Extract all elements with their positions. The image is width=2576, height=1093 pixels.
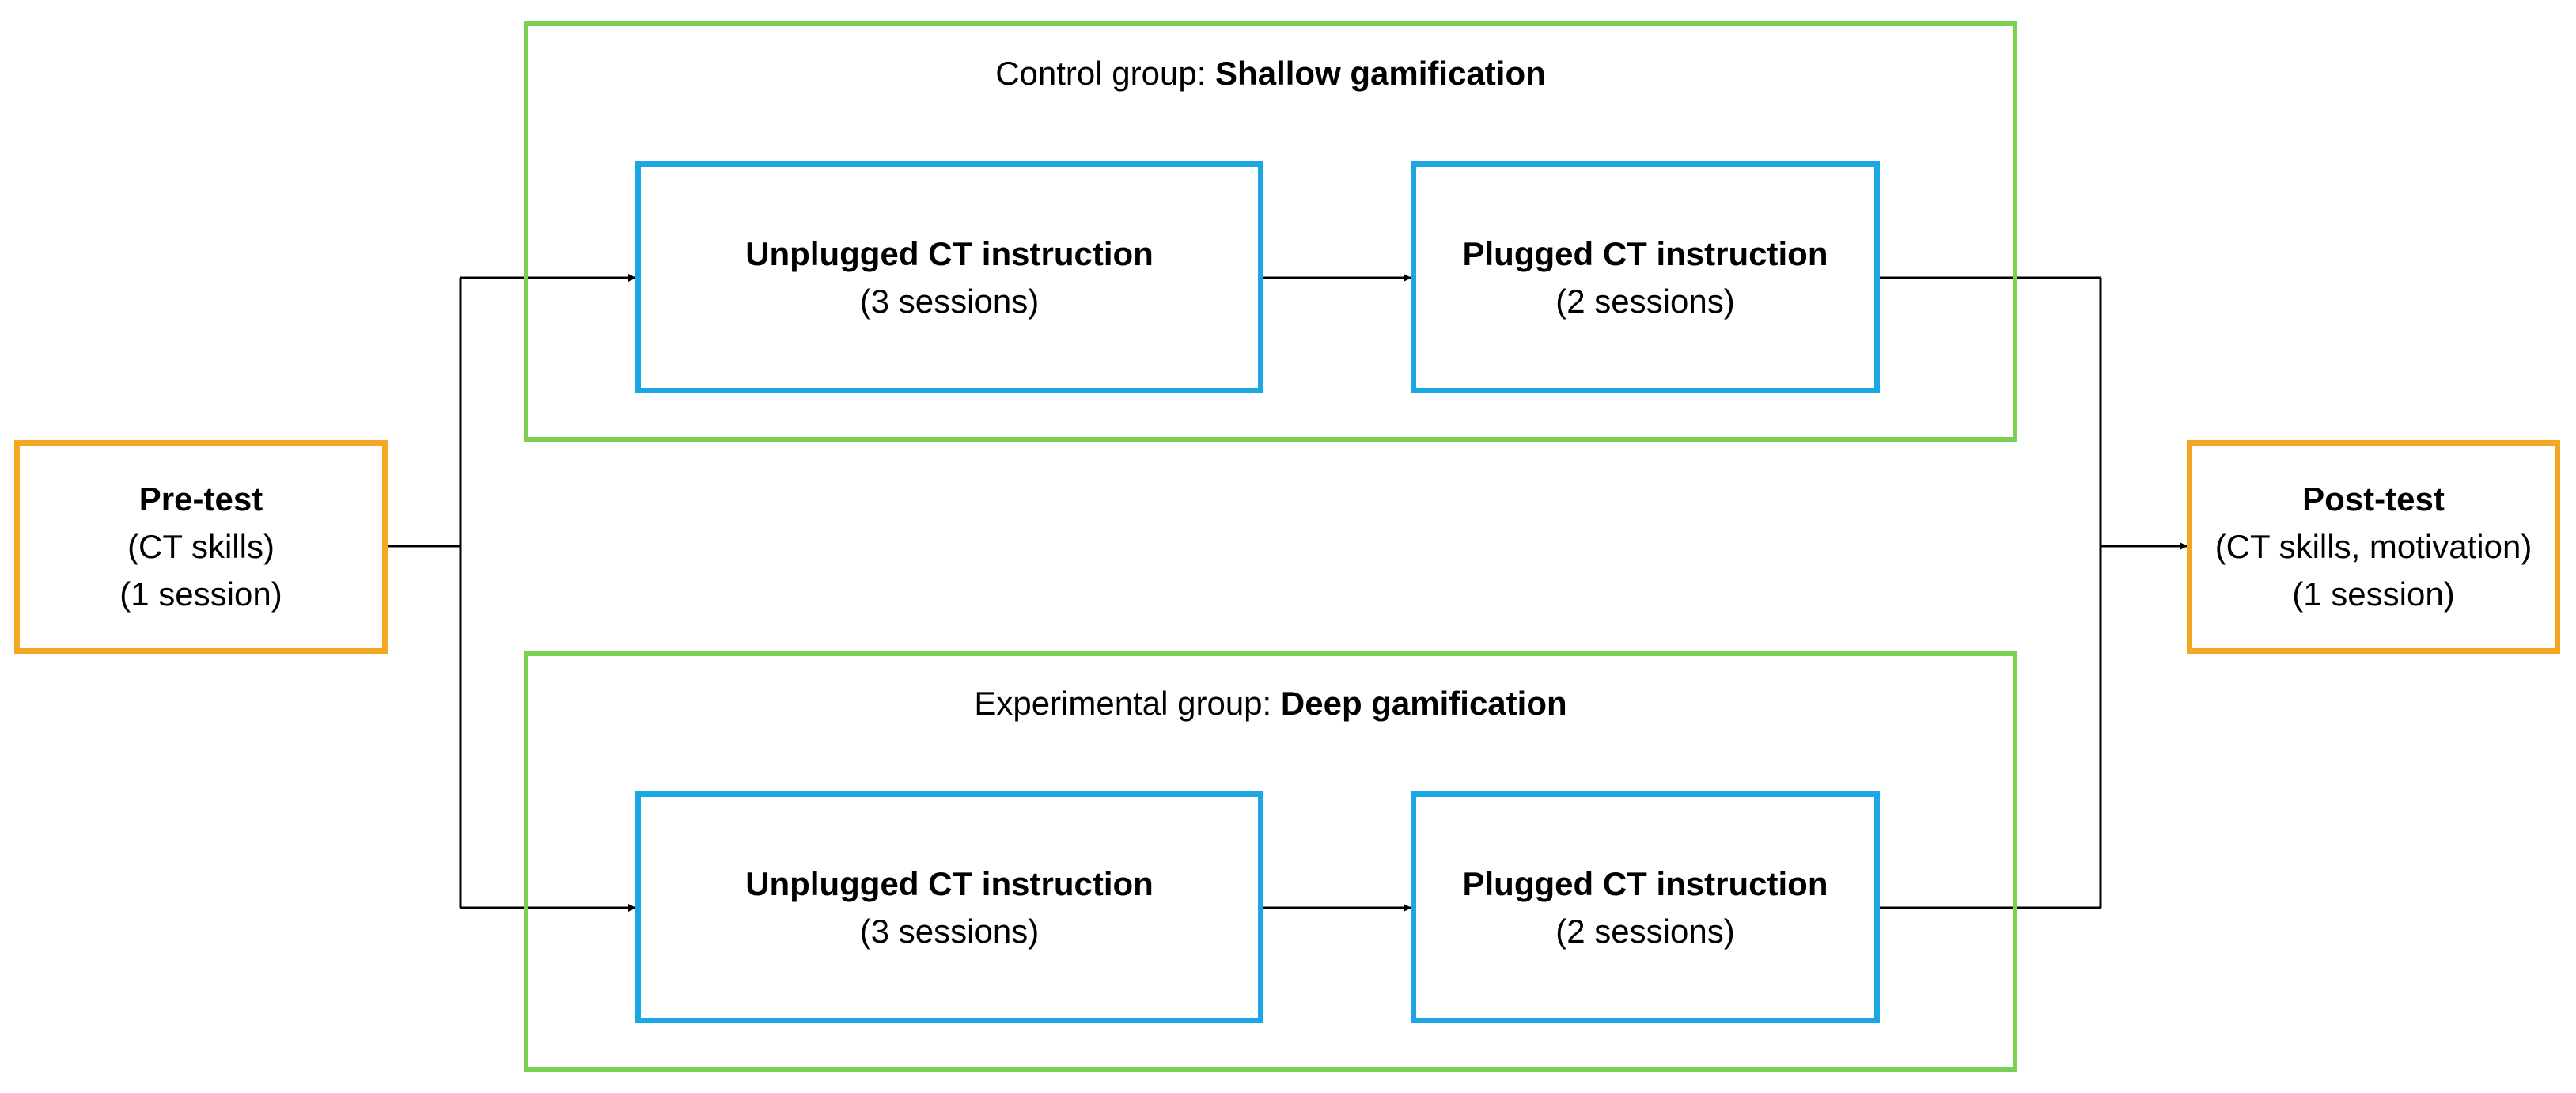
posttest-box: Post-test (CT skills, motivation) (1 ses… — [2187, 440, 2560, 654]
posttest-measures: (CT skills, motivation) — [2214, 528, 2532, 565]
experimental-unplugged-sessions: (3 sessions) — [859, 912, 1040, 950]
control-plugged-title: Plugged CT instruction — [1462, 234, 1828, 272]
control-unplugged-box: Unplugged CT instruction (3 sessions) — [635, 161, 1263, 393]
control-group-name: Shallow gamification — [1215, 55, 1546, 92]
experimental-group-title: Experimental group: Deep gamification — [528, 680, 2013, 727]
experimental-group-prefix: Experimental group: — [974, 685, 1281, 722]
experimental-plugged-sessions: (2 sessions) — [1555, 912, 1735, 950]
pretest-title: Pre-test — [138, 480, 263, 518]
control-group-title: Control group: Shallow gamification — [528, 50, 2013, 97]
experimental-group-box: Experimental group: Deep gamification — [524, 651, 2017, 1072]
experimental-plugged-title: Plugged CT instruction — [1462, 864, 1828, 902]
experimental-unplugged-box: Unplugged CT instruction (3 sessions) — [635, 791, 1263, 1023]
control-group-prefix: Control group: — [995, 55, 1216, 92]
control-plugged-sessions: (2 sessions) — [1555, 282, 1735, 320]
posttest-sessions: (1 session) — [2292, 575, 2455, 613]
control-plugged-box: Plugged CT instruction (2 sessions) — [1411, 161, 1880, 393]
experimental-unplugged-title: Unplugged CT instruction — [745, 864, 1154, 902]
control-unplugged-title: Unplugged CT instruction — [745, 234, 1154, 272]
experimental-group-name: Deep gamification — [1280, 685, 1567, 722]
experimental-plugged-box: Plugged CT instruction (2 sessions) — [1411, 791, 1880, 1023]
pretest-sessions: (1 session) — [119, 575, 282, 613]
pretest-box: Pre-test (CT skills) (1 session) — [14, 440, 388, 654]
control-unplugged-sessions: (3 sessions) — [859, 282, 1040, 320]
posttest-title: Post-test — [2302, 480, 2445, 518]
control-group-box: Control group: Shallow gamification — [524, 21, 2017, 442]
pretest-measures: (CT skills) — [127, 528, 275, 565]
